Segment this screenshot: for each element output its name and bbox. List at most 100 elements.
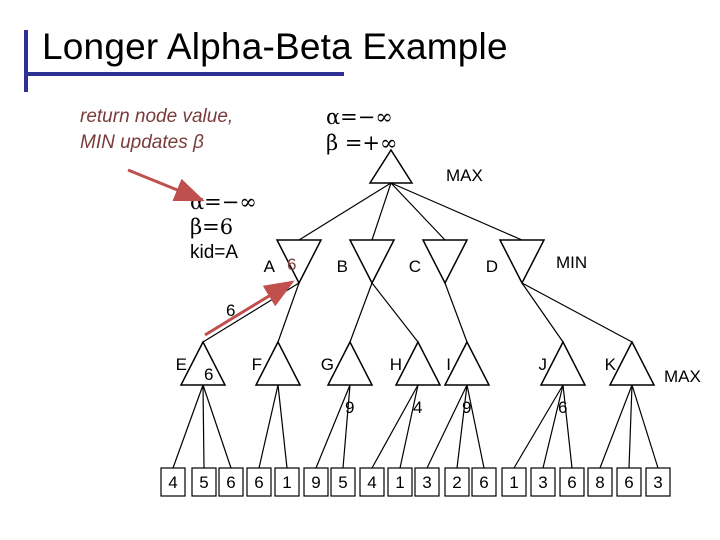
- backed-up-value: 6: [226, 301, 235, 320]
- leaf-value: 1: [509, 473, 518, 492]
- leaf-value: 3: [422, 473, 431, 492]
- note-arrow: [127, 168, 205, 202]
- min-node-label: B: [337, 257, 348, 276]
- title-accent-vertical: [24, 30, 28, 92]
- root-alpha: α=−∞: [326, 105, 393, 129]
- leaf-box: [274, 467, 300, 497]
- min-kid: kid=A: [190, 242, 239, 263]
- edge: [258, 384, 279, 469]
- edge: [456, 384, 468, 469]
- min-node-label: A: [264, 257, 276, 276]
- max-node-e: [179, 340, 227, 386]
- edge: [298, 182, 392, 241]
- edge: [521, 282, 633, 343]
- max-node-value: 9: [462, 398, 471, 417]
- return-value-arrow: [204, 280, 295, 337]
- edge: [390, 182, 446, 241]
- min-node-label: C: [409, 257, 421, 276]
- min-node-b: [348, 239, 396, 285]
- max-node-label: K: [605, 355, 617, 374]
- leaf-box: [616, 467, 642, 497]
- min-node-d: [498, 239, 546, 285]
- max-node-i: [443, 340, 491, 386]
- max-node-label: I: [446, 355, 451, 374]
- edge: [371, 282, 419, 343]
- edge: [562, 384, 573, 469]
- note-line-2: MIN updates β: [80, 132, 204, 153]
- leaf-box: [160, 467, 186, 497]
- leaf-box: [359, 467, 385, 497]
- leaf-value: 6: [567, 473, 576, 492]
- max-node-label: F: [252, 355, 262, 374]
- leaf-box: [414, 467, 440, 497]
- leaf-value: 4: [168, 473, 177, 492]
- leaf-value: 6: [254, 473, 263, 492]
- leaf-box: [530, 467, 556, 497]
- edge: [202, 384, 232, 469]
- title-accent-horizontal: [24, 72, 344, 76]
- min-level-label: MIN: [556, 253, 587, 272]
- max-node-value: 6: [558, 398, 567, 417]
- min-beta: β=6: [190, 215, 234, 239]
- leaf-value: 6: [479, 473, 488, 492]
- edge: [426, 384, 468, 469]
- max-root-node: [368, 148, 414, 184]
- max-node-label: E: [176, 355, 187, 374]
- max-node-f: [254, 340, 302, 386]
- leaf-value: 1: [282, 473, 291, 492]
- edge: [521, 282, 564, 343]
- max-level-label: MAX: [664, 367, 701, 386]
- leaf-box: [645, 467, 671, 497]
- edge: [371, 384, 419, 469]
- leaf-box: [587, 467, 613, 497]
- leaf-value: 3: [653, 473, 662, 492]
- leaf-value: 4: [367, 473, 376, 492]
- max-node-value: 4: [413, 398, 422, 417]
- root-beta: β =+∞: [326, 131, 398, 155]
- leaf-box: [246, 467, 272, 497]
- max-node-value: 6: [204, 365, 213, 384]
- min-node-value: 6: [287, 255, 296, 274]
- leaf-box: [559, 467, 585, 497]
- edge: [315, 384, 351, 469]
- leaf-value: 9: [311, 473, 320, 492]
- annotation-note: return node value, MIN updates β: [80, 104, 233, 156]
- max-root-label: MAX: [446, 166, 483, 185]
- edge: [466, 384, 485, 469]
- max-node-h: [394, 340, 442, 386]
- edge: [542, 384, 564, 469]
- leaf-value: 5: [199, 473, 208, 492]
- leaf-value: 5: [338, 473, 347, 492]
- max-node-label: J: [539, 355, 548, 374]
- edge: [349, 282, 373, 343]
- leaf-value: 6: [226, 473, 235, 492]
- edge: [444, 282, 468, 343]
- edge: [390, 182, 523, 241]
- leaf-box: [387, 467, 413, 497]
- edge: [599, 384, 633, 469]
- edge: [628, 384, 633, 469]
- leaf-box: [218, 467, 244, 497]
- edge: [371, 182, 392, 241]
- edge: [202, 282, 300, 343]
- edge: [202, 384, 205, 469]
- min-node-a: [275, 239, 323, 285]
- leaf-box: [444, 467, 470, 497]
- edge: [277, 384, 288, 469]
- leaf-box: [191, 467, 217, 497]
- edge: [513, 384, 564, 469]
- max-node-k: [608, 340, 656, 386]
- slide-title: Longer Alpha-Beta Example: [42, 26, 508, 67]
- edge: [342, 384, 351, 469]
- leaf-value: 3: [538, 473, 547, 492]
- tree-edges: [172, 182, 659, 469]
- leaf-value: 6: [624, 473, 633, 492]
- edge: [631, 384, 659, 469]
- max-node-value: 9: [345, 398, 354, 417]
- min-node-c: [421, 239, 469, 285]
- leaf-value: 8: [595, 473, 604, 492]
- edge: [172, 384, 204, 469]
